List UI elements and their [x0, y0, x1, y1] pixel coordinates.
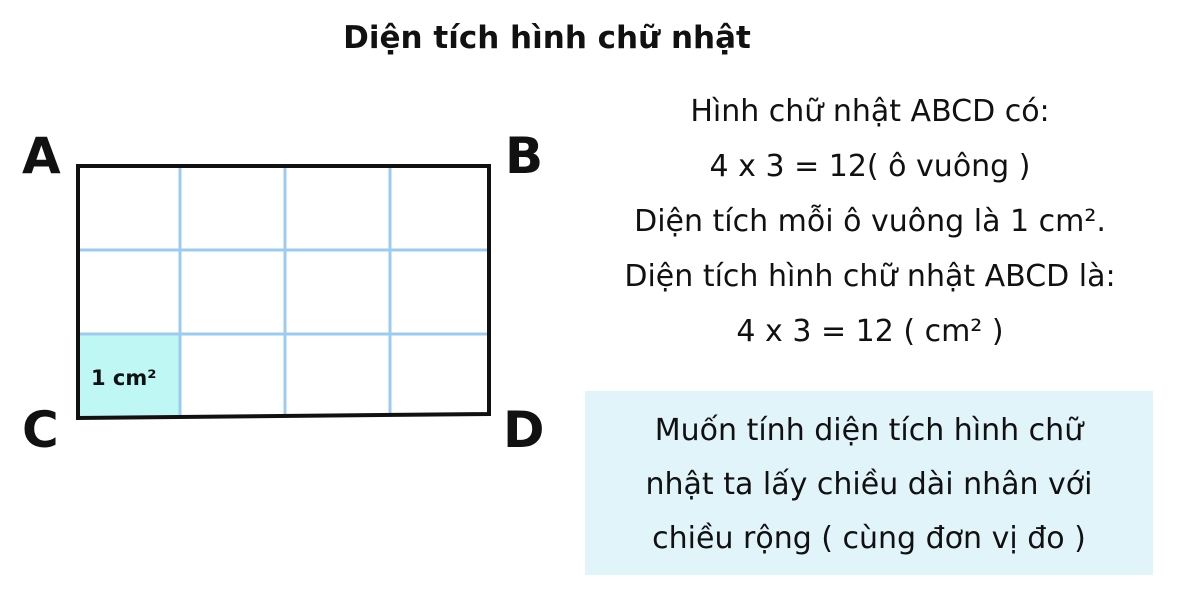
vertex-label-d: D — [503, 401, 545, 459]
explanation-block: Hình chữ nhật ABCD có: 4 x 3 = 12( ô vuô… — [560, 84, 1180, 359]
rule-text: Muốn tính diện tích hình chữ nhật ta lấy… — [585, 404, 1153, 566]
rule-line: Muốn tính diện tích hình chữ — [654, 413, 1084, 448]
grid-lines — [78, 166, 489, 417]
unit-square-label: 1 cm² — [91, 366, 157, 390]
explanation-line: Diện tích mỗi ô vuông là 1 cm². — [634, 204, 1106, 239]
vertex-label-b: B — [505, 127, 544, 185]
vertex-label-c: C — [22, 401, 59, 459]
rule-box: Muốn tính diện tích hình chữ nhật ta lấy… — [585, 391, 1153, 575]
explanation-line: Hình chữ nhật ABCD có: — [690, 94, 1050, 129]
page-title: Diện tích hình chữ nhật — [343, 20, 751, 56]
vertex-label-a: A — [22, 127, 61, 185]
rectangle-diagram — [76, 164, 491, 421]
rule-line: nhật ta lấy chiều dài nhân với — [645, 467, 1093, 502]
explanation-line: 4 x 3 = 12 ( cm² ) — [736, 314, 1004, 349]
unit-square-fill — [78, 334, 180, 417]
explanation-line: 4 x 3 = 12( ô vuông ) — [709, 149, 1031, 184]
rule-line: chiều rộng ( cùng đơn vị đo ) — [652, 521, 1086, 556]
explanation-line: Diện tích hình chữ nhật ABCD là: — [624, 259, 1116, 294]
rectangle-outline — [76, 164, 491, 421]
